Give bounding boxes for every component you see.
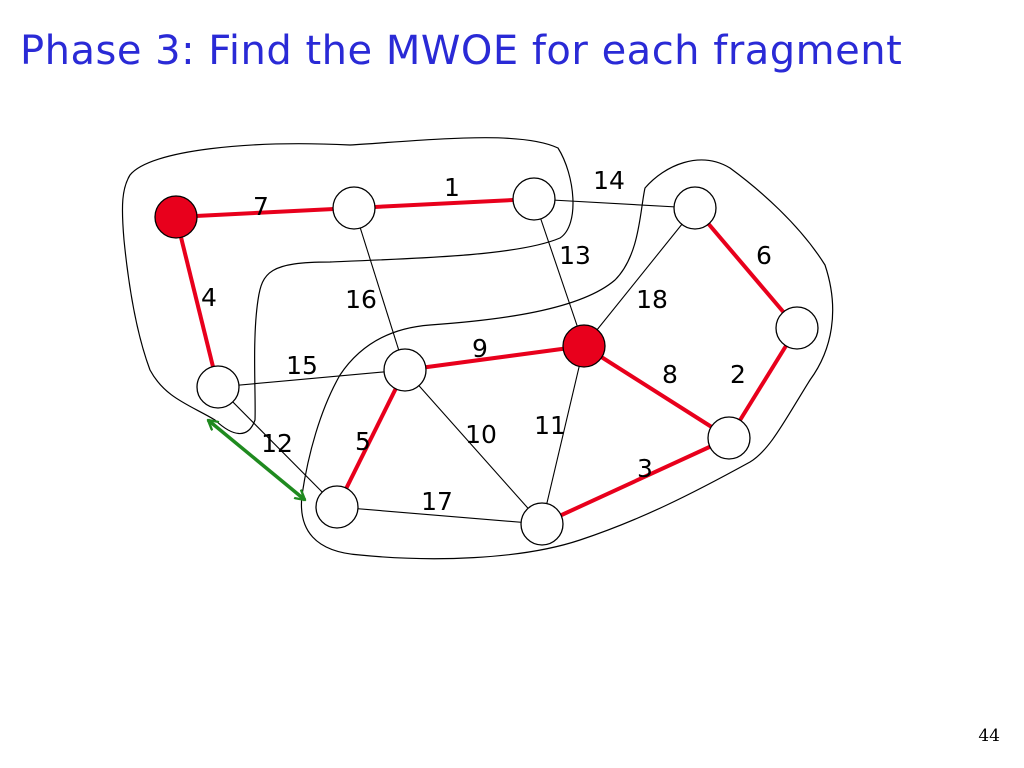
edge-weight-f-g: 9 [472, 334, 488, 363]
edge-d-g [583, 207, 696, 347]
fragment-outline-right [300, 159, 834, 560]
tree-edge-b-c [353, 197, 535, 210]
leader-node-g [562, 324, 606, 368]
edge-weight-c-g: 13 [559, 241, 591, 270]
tree-edge-a-e [174, 216, 220, 388]
tree-edge-i-k [541, 436, 730, 526]
node-h [775, 306, 819, 350]
node-e [196, 365, 240, 409]
mwoe-arrow [208, 418, 305, 502]
edge-c-g [533, 198, 585, 347]
edge-weight-a-b: 7 [253, 192, 269, 221]
edge-weight-a-e: 4 [201, 283, 217, 312]
edge-weight-d-h: 6 [756, 241, 772, 270]
node-k [520, 502, 564, 546]
node-c [512, 177, 556, 221]
edge-e-f [217, 369, 406, 388]
edge-f-k [404, 369, 543, 525]
page-number: 44 [978, 726, 1000, 746]
node-b [332, 186, 376, 230]
tree-edge-a-b [175, 206, 355, 219]
node-j [315, 485, 359, 529]
edge-weight-f-k: 10 [465, 420, 497, 449]
tree-edge-g-i [582, 344, 731, 440]
edge-c-d [533, 198, 696, 209]
edge-weight-d-g: 18 [636, 285, 668, 314]
edge-weight-g-k: 11 [534, 411, 566, 440]
leader-node-a [154, 195, 198, 239]
edge-j-k [336, 506, 543, 525]
edge-weight-e-j: 12 [261, 429, 293, 458]
node-d [673, 186, 717, 230]
slide-title: Phase 3: Find the MWOE for each fragment [20, 28, 903, 74]
edge-weight-f-j: 5 [355, 427, 371, 456]
edge-weight-j-k: 17 [421, 487, 453, 516]
edge-weight-c-d: 14 [593, 166, 625, 195]
edge-weight-e-f: 15 [286, 351, 318, 380]
node-f [383, 348, 427, 392]
tree-edge-f-g [404, 344, 585, 372]
node-i [707, 416, 751, 460]
fragment-outline-left [121, 137, 574, 435]
edge-weight-i-k: 3 [637, 454, 653, 483]
tree-edge-f-j [335, 369, 407, 508]
tree-edge-d-h [693, 206, 799, 330]
edge-weight-g-i: 8 [662, 360, 678, 389]
edge-b-f [353, 207, 406, 371]
edge-weight-h-i: 2 [730, 360, 746, 389]
edge-g-k [541, 345, 585, 525]
edge-weight-b-c: 1 [444, 173, 460, 202]
edge-weight-b-f: 16 [345, 285, 377, 314]
